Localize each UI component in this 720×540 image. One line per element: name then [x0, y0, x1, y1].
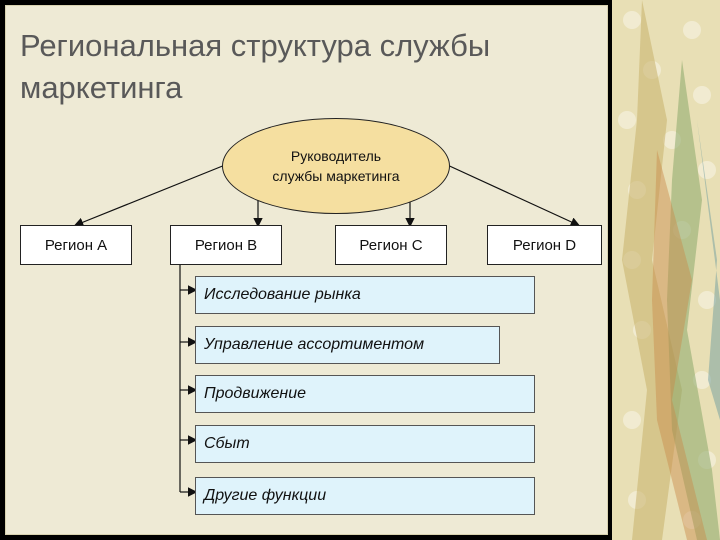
title-line-2: маркетинга [20, 70, 183, 105]
slide-title: Региональная структура службы маркетинга [20, 25, 600, 109]
region-a-box: Регион А [20, 225, 132, 265]
region-c-label: Регион С [359, 236, 423, 254]
function-box-1: Исследование рынка [195, 276, 535, 314]
side-pattern-graphic [612, 0, 720, 540]
title-line-1: Региональная структура службы [20, 28, 491, 63]
region-d-label: Регион D [512, 236, 577, 254]
decorative-side-pattern [612, 0, 720, 540]
function-label-1: Исследование рынка [204, 286, 361, 303]
function-label-4: Сбыт [204, 435, 250, 452]
function-label-2: Управление ассортиментом [204, 336, 425, 353]
arrow-to-region-d [442, 162, 581, 227]
head-line-1: Руководитель [290, 148, 382, 164]
head-line-2: службы маркетинга [272, 168, 400, 184]
function-box-2: Управление ассортиментом [195, 326, 500, 364]
function-box-4: Сбыт [195, 425, 535, 463]
function-label-3: Продвижение [204, 385, 306, 402]
function-label-5: Другие функции [204, 487, 327, 504]
region-d-box: Регион D [487, 225, 602, 265]
region-a-label: Регион А [44, 236, 108, 254]
region-b-label: Регион В [194, 236, 258, 254]
region-c-box: Регион С [335, 225, 447, 265]
region-b-box: Регион В [170, 225, 282, 265]
head-of-marketing-node: Руководитель службы маркетинга [222, 118, 450, 214]
function-box-3: Продвижение [195, 375, 535, 413]
function-box-5: Другие функции [195, 477, 535, 515]
arrow-to-region-a [73, 162, 231, 227]
